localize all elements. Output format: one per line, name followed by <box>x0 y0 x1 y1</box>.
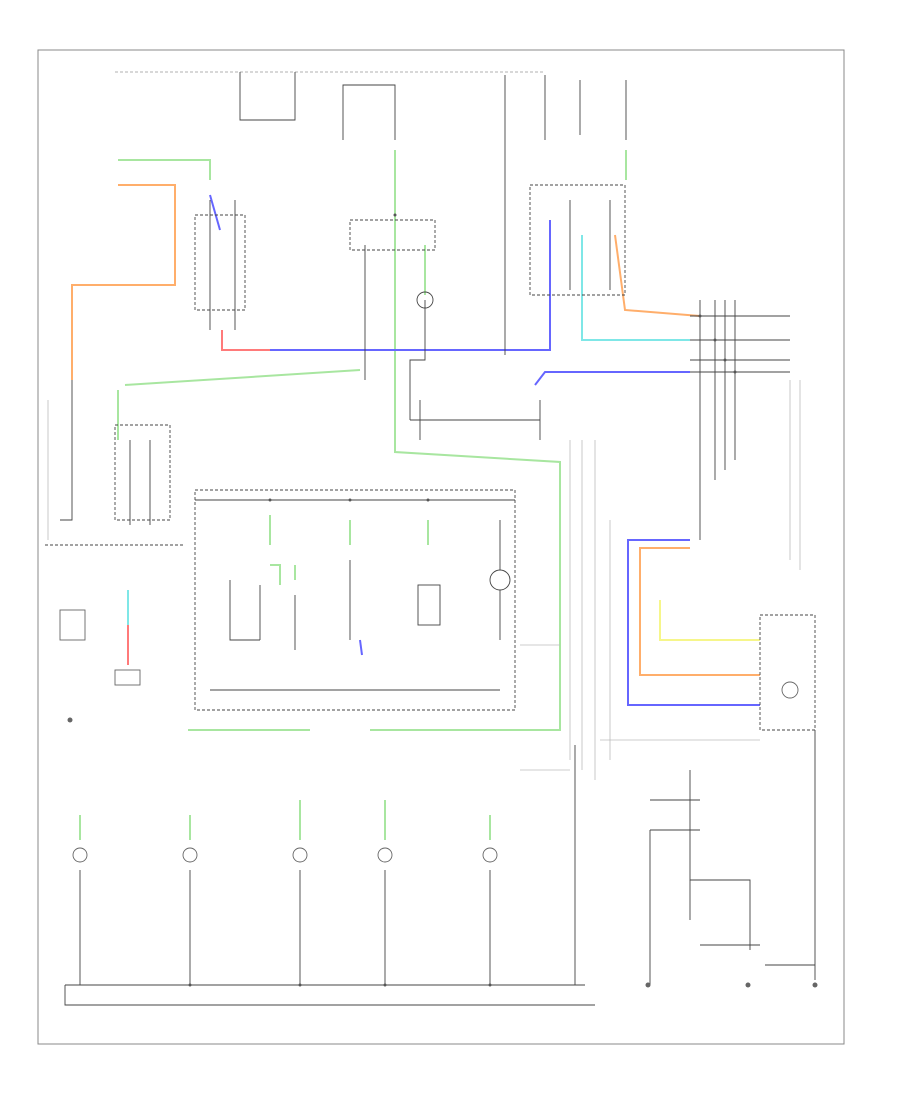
component-rheostat <box>416 291 434 309</box>
box-main-control <box>194 489 516 711</box>
box-relay-right <box>529 184 626 296</box>
junction-7 <box>348 498 352 502</box>
bulb-4 <box>377 847 393 863</box>
bulb-2 <box>182 847 198 863</box>
junction-9 <box>188 983 192 987</box>
wire-black-10 <box>409 300 426 420</box>
wires-cyan <box>127 235 690 625</box>
bulb-3 <box>292 847 308 863</box>
box-left-switch <box>114 424 171 521</box>
junction-1 <box>393 213 397 217</box>
bulb-1 <box>72 847 88 863</box>
components <box>59 609 799 863</box>
junction-dots <box>188 213 737 987</box>
wire-red-1 <box>221 330 270 351</box>
component-meter-right <box>781 681 799 699</box>
wire-orange-1 <box>71 184 176 380</box>
wire-green-11 <box>270 564 281 585</box>
component-relay-left-2 <box>114 669 141 686</box>
wire-yellow-1 <box>659 600 760 641</box>
component-module-center <box>417 584 441 626</box>
wire-blue-2 <box>270 220 551 351</box>
wire-blue-3 <box>534 371 690 386</box>
wire-black-24 <box>60 380 73 521</box>
wire-black-2 <box>342 84 396 140</box>
ground-lower-3 <box>812 982 818 988</box>
wire-blue-4 <box>627 539 760 706</box>
box-combination-meter-right <box>759 614 816 731</box>
component-relay-left-1 <box>59 609 86 641</box>
wires-green <box>79 150 627 840</box>
junction-3 <box>713 338 717 342</box>
wire-black-43 <box>64 985 595 1006</box>
wires-black <box>45 72 816 1006</box>
wire-blue-1 <box>209 194 221 231</box>
wires-red <box>127 330 270 665</box>
junction-5 <box>733 370 737 374</box>
junction-12 <box>488 983 492 987</box>
wire-black-1 <box>239 72 296 121</box>
box-combo-switch <box>194 214 246 311</box>
wire-orange-2 <box>614 234 701 317</box>
wire-cyan-1 <box>581 235 690 341</box>
wire-green-5 <box>124 369 361 386</box>
ground-lower-2 <box>745 982 751 988</box>
wire-green-1 <box>118 159 211 180</box>
ground-left <box>67 717 73 723</box>
box-fuse-center <box>349 219 436 251</box>
wire-black-29 <box>229 580 260 641</box>
ground-symbols <box>67 717 818 988</box>
diagram-border <box>37 49 845 1045</box>
junction-8 <box>426 498 430 502</box>
junction-10 <box>298 983 302 987</box>
wire-green-3 <box>370 215 561 731</box>
junction-6 <box>268 498 272 502</box>
wire-blue-5 <box>359 639 363 656</box>
bulb-5 <box>482 847 498 863</box>
ground-lower-1 <box>645 982 651 988</box>
component-indicator-right <box>489 569 511 591</box>
junction-11 <box>383 983 387 987</box>
wires-orange <box>71 184 760 676</box>
wire-black-45 <box>689 770 751 950</box>
wires-blue <box>209 194 760 706</box>
wire-orange-3 <box>639 547 760 676</box>
junction-2 <box>698 314 702 318</box>
junction-4 <box>723 358 727 362</box>
wires-gray <box>47 380 801 780</box>
wires-yellow <box>659 600 760 641</box>
